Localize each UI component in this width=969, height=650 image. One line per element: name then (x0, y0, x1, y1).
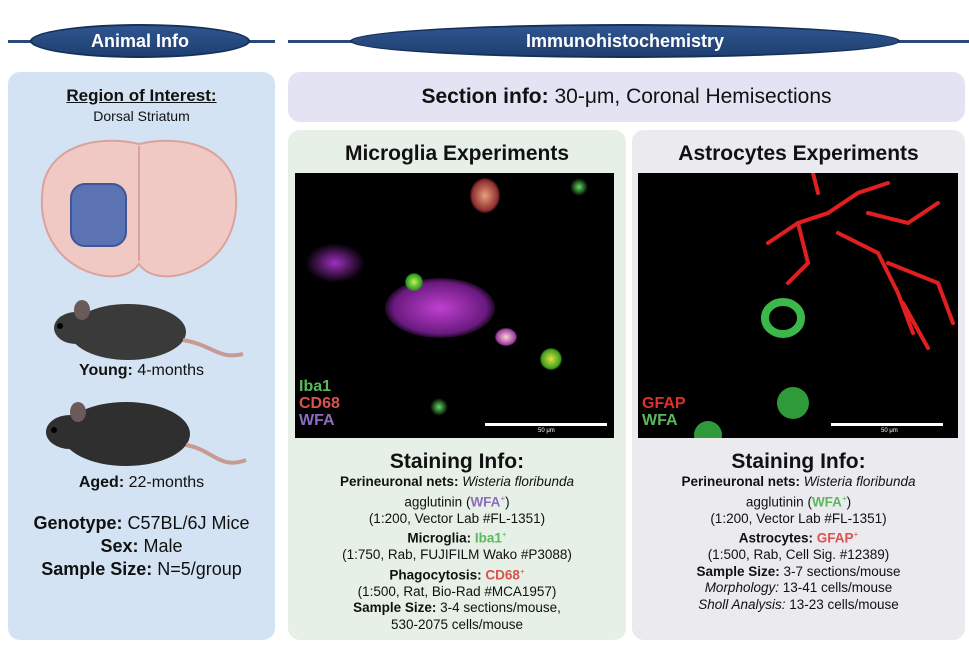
animal-info-panel: Region of Interest: Dorsal Striatum Youn… (8, 72, 275, 640)
astrocytes-plus: + (853, 530, 859, 539)
microglia-close: ) (505, 494, 510, 509)
animal-info-genotype-label: Genotype: (33, 513, 123, 533)
microglia-title: Microglia Experiments (344, 142, 570, 165)
banner-title: Immunohistochemistry (525, 30, 725, 51)
scale-label: 50 μm (881, 428, 898, 434)
astrocytes-ast-details: (1:500, Rab, Cell Sig. #12389) (707, 547, 890, 562)
astrocytes-morph-value: 13-41 cells/mouse (778, 580, 893, 595)
legend-cd68: CD68 (299, 395, 340, 412)
astrocytes-agglutinin: agglutinin ( (745, 494, 812, 509)
microglia-sample-label: Sample Size: (353, 600, 437, 615)
scale-bar (485, 423, 607, 426)
astrocytes-wfa: WFA (811, 494, 842, 509)
legend-wfa: WFA (642, 412, 678, 429)
astrocytes-sholl-value: 13-23 cells/mouse (785, 596, 899, 612)
brain-illustration (40, 139, 238, 278)
microglia-phago-marker: CD68 (481, 567, 520, 582)
section-info-value: 30-μm, Coronal Hemisections (548, 85, 832, 108)
microglia-mg-details: (1:750, Rab, FUJIFILM Wako #P3088) (342, 547, 572, 562)
ihc-banner: Immunohistochemistry (350, 24, 900, 58)
staining-title: Staining Info: (389, 450, 525, 473)
microglia-agglutinin: agglutinin ( (404, 494, 471, 509)
microglia-plus: + (500, 493, 506, 503)
microglia-plus: + (501, 530, 507, 539)
microglia-plus: + (519, 566, 525, 576)
astrocytes-sholl-label: Sholl Analysis: (698, 596, 786, 612)
young-age: Young: 4-months (8, 362, 275, 380)
animal-info-sample-value: N=5/group (152, 559, 242, 579)
microglia-phago-details: (1:500, Rat, Bio-Rad #MCA1957) (357, 583, 557, 599)
astrocytes-pnn-details: (1:200, Vector Lab #FL-1351) (710, 510, 887, 526)
microglia-sample-cells: 530-2075 cells/mouse (390, 616, 524, 632)
section-info-label: Section info: (421, 85, 549, 108)
animal-info-young-label: Young: (78, 362, 133, 379)
astrocytes-title: Astrocytes Experiments (678, 142, 919, 165)
animal-info-genotype-value: C57BL/6J Mice (122, 513, 250, 533)
staining-title: Staining Info: (731, 450, 866, 473)
aged-mouse-icon (46, 402, 247, 466)
astrocytes-sample-label: Sample Size: (696, 563, 780, 579)
animal-info-sample-label: Sample Size: (41, 559, 153, 579)
microglia-mg-marker: Iba1 (471, 530, 502, 546)
astrocytes-ast-marker: GFAP (813, 530, 854, 546)
aged-age: Aged: 22-months (8, 474, 275, 492)
animal-info-sex-value: Male (138, 536, 183, 556)
sample-size: Sample Size: N=5/group (8, 558, 275, 581)
sex: Sex: Male (8, 535, 275, 558)
legend-wfa: WFA (299, 412, 335, 429)
microglia-mg-label: Microglia: (407, 530, 472, 546)
roi-value: Dorsal Striatum (93, 108, 190, 124)
astrocytes-pnn-species: Wisteria floribunda (800, 474, 916, 489)
astrocytes-morph-label: Morphology: (704, 580, 779, 595)
animal-info-banner: Animal Info (30, 24, 250, 58)
roi-label: Region of Interest: (66, 86, 217, 105)
scale-label: 50 μm (538, 428, 555, 434)
microglia-staining-info: Staining Info: Perineuronal nets: Wister… (288, 450, 626, 633)
astrocytes-sample-value: 3-7 sections/mouse (779, 563, 901, 579)
microglia-pnn-details: (1:200, Vector Lab #FL-1351) (368, 510, 546, 526)
legend-gfap: GFAP (642, 395, 686, 412)
animal-info-young-value: 4-months (132, 362, 205, 379)
astrocytes-plus: + (841, 493, 847, 503)
microglia-pnn-label: Perineuronal nets: (340, 474, 459, 489)
section-info-bar: Section info: 30-μm, Coronal Hemisection… (288, 72, 965, 122)
astrocytes-ast-label: Astrocytes: (738, 530, 814, 546)
animal-info-aged-value: 22-months (124, 474, 205, 491)
astrocytes-pnn-label: Perineuronal nets: (681, 474, 801, 489)
banner-title: Animal Info (91, 30, 189, 51)
microglia-phago-label: Phagocytosis: (389, 567, 482, 582)
microglia-sample-value: 3-4 sections/mouse, (436, 600, 561, 615)
microglia-wfa: WFA (470, 494, 501, 509)
microglia-pnn-species: Wisteria floribunda (458, 474, 574, 489)
astrocytes-staining-info: Staining Info: Perineuronal nets: Wister… (632, 450, 965, 613)
genotype: Genotype: C57BL/6J Mice (8, 512, 275, 535)
legend-iba1: Iba1 (299, 378, 332, 395)
astrocytes-close: ) (846, 494, 852, 509)
animal-info-aged-label: Aged: (78, 474, 125, 491)
animal-info-sex-label: Sex: (100, 536, 139, 556)
young-mouse-icon (54, 300, 244, 360)
scale-bar (831, 423, 943, 426)
